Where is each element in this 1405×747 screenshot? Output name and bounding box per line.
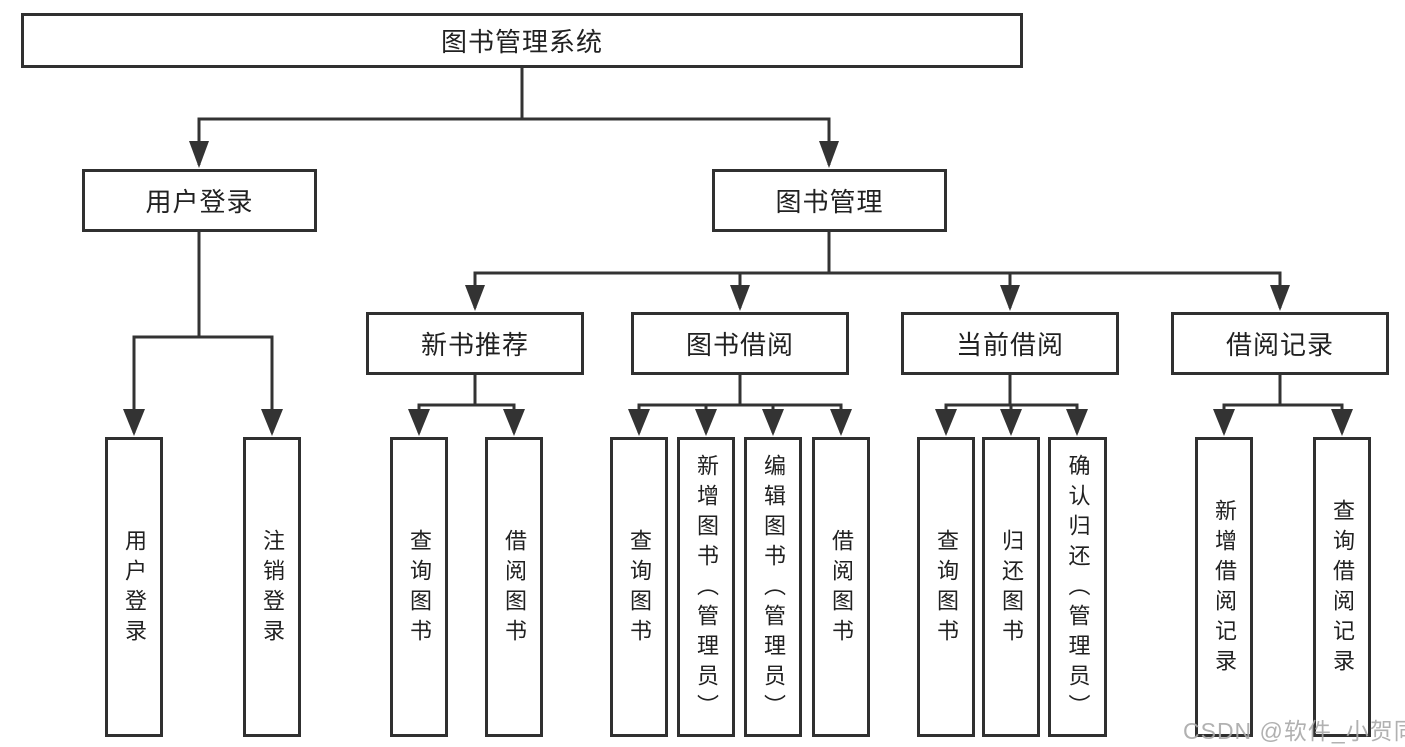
leaf-query-books-borrowing: 查询图书 (610, 437, 668, 737)
leaf-add-books-admin: 新增图书（管理员） (677, 437, 735, 737)
leaf-user-login: 用户登录 (105, 437, 163, 737)
node-library-management-system: 图书管理系统 (21, 13, 1023, 68)
node-book-management: 图书管理 (712, 169, 947, 232)
leaf-query-books-recommend: 查询图书 (390, 437, 448, 737)
node-borrowing-records: 借阅记录 (1171, 312, 1389, 375)
node-book-borrowing: 图书借阅 (631, 312, 849, 375)
leaf-borrow-books: 借阅图书 (812, 437, 870, 737)
csdn-watermark: CSDN @软件_小贺同学 (1183, 718, 1405, 744)
leaf-borrow-books-recommend: 借阅图书 (485, 437, 543, 737)
leaf-add-borrow-record: 新增借阅记录 (1195, 437, 1253, 737)
leaf-return-books: 归还图书 (982, 437, 1040, 737)
leaf-logout: 注销登录 (243, 437, 301, 737)
leaf-edit-books-admin: 编辑图书（管理员） (744, 437, 802, 737)
node-user-login: 用户登录 (82, 169, 317, 232)
node-current-borrowing: 当前借阅 (901, 312, 1119, 375)
leaf-confirm-return-admin: 确认归还（管理员） (1048, 437, 1107, 737)
leaf-query-borrow-record: 查询借阅记录 (1313, 437, 1371, 737)
leaf-query-books-current: 查询图书 (917, 437, 975, 737)
node-new-book-recommend: 新书推荐 (366, 312, 584, 375)
